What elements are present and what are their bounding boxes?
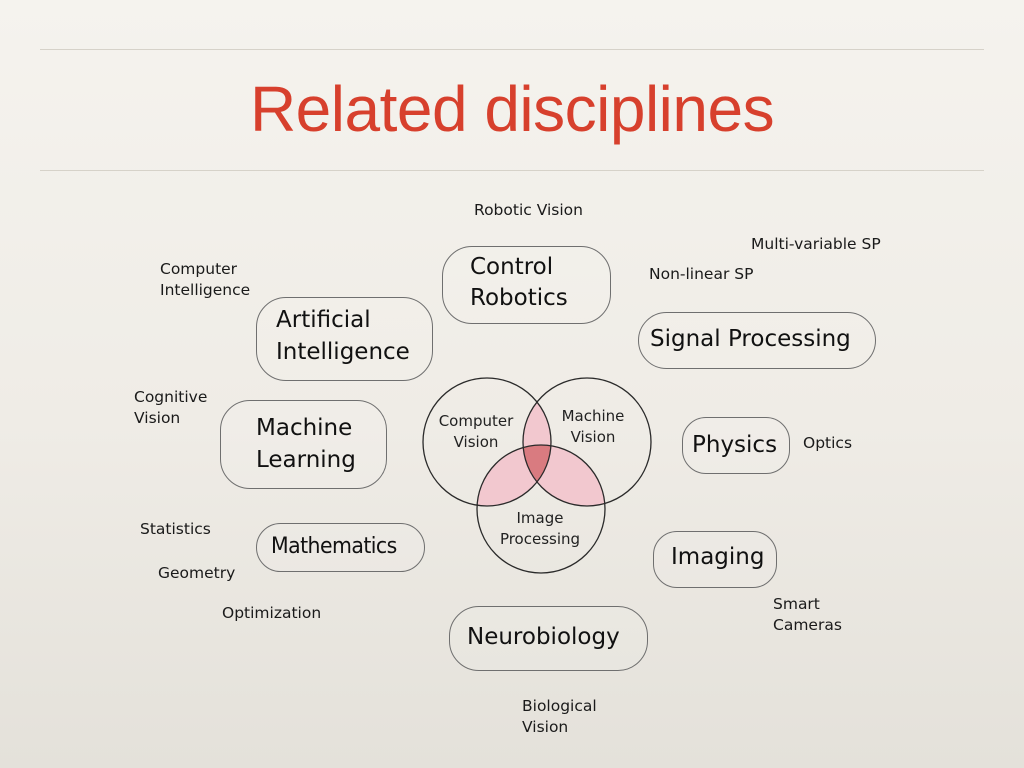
node-label-machine: Machine — [256, 415, 353, 441]
venn-circle-computer-vision — [422, 377, 552, 507]
node-label-signal-processing: Signal Processing — [650, 326, 851, 352]
overlap-mv-ip — [523, 445, 605, 506]
top-rule — [40, 49, 984, 50]
label-optimization: Optimization — [222, 604, 322, 622]
node-label-learning: Learning — [256, 447, 356, 473]
label-non-linear-sp: Non-linear SP — [649, 265, 754, 283]
label-biological-vision-2: Vision — [522, 718, 569, 736]
label-computer-intelligence-1: Computer — [160, 260, 238, 278]
venn-label-image-processing-2: Processing — [500, 530, 580, 548]
venn-circle-image-processing — [476, 444, 606, 574]
node-imaging — [653, 531, 777, 588]
node-signal-processing — [638, 312, 876, 369]
node-label-control: Control — [470, 254, 554, 280]
venn-label-image-processing-1: Image — [517, 509, 564, 527]
label-smart-cameras-1: Smart — [773, 595, 820, 613]
label-computer-intelligence-2: Intelligence — [160, 281, 251, 299]
title-rule — [40, 170, 984, 171]
venn-circle-machine-vision — [522, 377, 652, 507]
node-machine-learning — [220, 400, 387, 489]
node-label-artificial: Artificial — [276, 307, 371, 333]
label-smart-cameras-2: Cameras — [773, 616, 842, 634]
node-label-neurobiology: Neurobiology — [467, 624, 620, 650]
venn-label-machine-vision-1: Machine — [562, 407, 625, 425]
venn-label-machine-vision-2: Vision — [571, 428, 616, 446]
node-label-physics: Physics — [692, 432, 778, 458]
node-label-intelligence: Intelligence — [276, 339, 410, 365]
node-mathematics — [256, 523, 425, 572]
node-control-robotics — [442, 246, 611, 324]
node-artificial-intelligence — [256, 297, 433, 381]
label-robotic-vision: Robotic Vision — [474, 201, 583, 219]
label-optics: Optics — [803, 434, 853, 452]
label-biological-vision-1: Biological — [522, 697, 597, 715]
node-label-mathematics: Mathematics — [271, 534, 397, 559]
node-label-imaging: Imaging — [671, 544, 765, 570]
label-statistics: Statistics — [140, 520, 211, 538]
node-physics — [682, 417, 790, 474]
slide-title: Related disciplines — [249, 73, 775, 145]
venn-label-computer-vision-1: Computer — [439, 412, 514, 430]
node-label-robotics: Robotics — [470, 285, 568, 311]
label-geometry: Geometry — [158, 564, 236, 582]
overlap-cv-ip — [477, 445, 551, 506]
node-neurobiology — [449, 606, 648, 671]
label-cognitive-vision-1: Cognitive — [134, 388, 208, 406]
venn-label-computer-vision-2: Vision — [454, 433, 499, 451]
label-cognitive-vision-2: Vision — [134, 409, 181, 427]
label-multi-variable-sp: Multi-variable SP — [751, 235, 881, 253]
